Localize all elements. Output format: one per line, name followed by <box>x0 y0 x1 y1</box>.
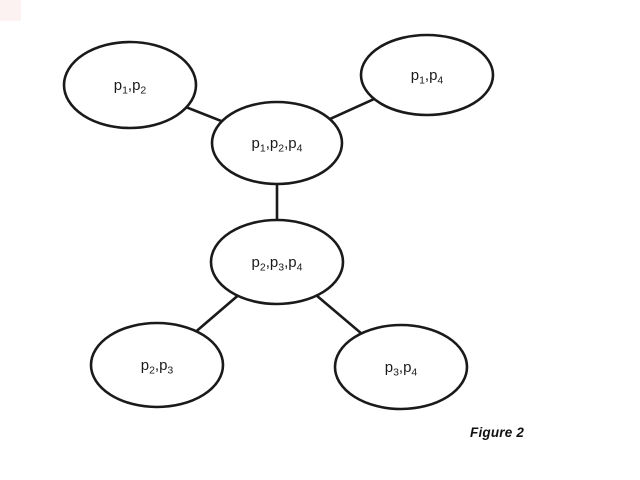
graph-node-p1p2: p1,p2 <box>62 40 198 130</box>
node-label: p2,p3 <box>141 357 174 377</box>
graph-node-p3p4: p3,p4 <box>333 323 469 411</box>
node-ellipse <box>62 40 198 130</box>
node-ellipse <box>210 100 344 186</box>
node-ellipse <box>333 323 469 411</box>
node-label: p3,p4 <box>385 359 418 379</box>
node-ellipse <box>209 218 345 306</box>
corner-artifact <box>0 0 21 21</box>
node-label: p1,p4 <box>411 67 444 87</box>
node-ellipse <box>359 33 495 117</box>
graph-node-p2p3p4: p2,p3,p4 <box>209 218 345 306</box>
node-label: p1,p2,p4 <box>252 135 303 155</box>
nodes-layer: p1,p2 p1,p4 p1,p2,p4 p2,p3,p4 p2,p3 p3,p4 <box>62 33 495 411</box>
node-label: p2,p3,p4 <box>252 254 303 274</box>
figure-caption: Figure 2 <box>470 425 525 440</box>
graph-node-p1p4: p1,p4 <box>359 33 495 117</box>
graph-node-p1p2p4: p1,p2,p4 <box>210 100 344 186</box>
node-label: p1,p2 <box>114 77 147 97</box>
graph-node-p2p3: p2,p3 <box>89 321 225 409</box>
node-ellipse <box>89 321 225 409</box>
